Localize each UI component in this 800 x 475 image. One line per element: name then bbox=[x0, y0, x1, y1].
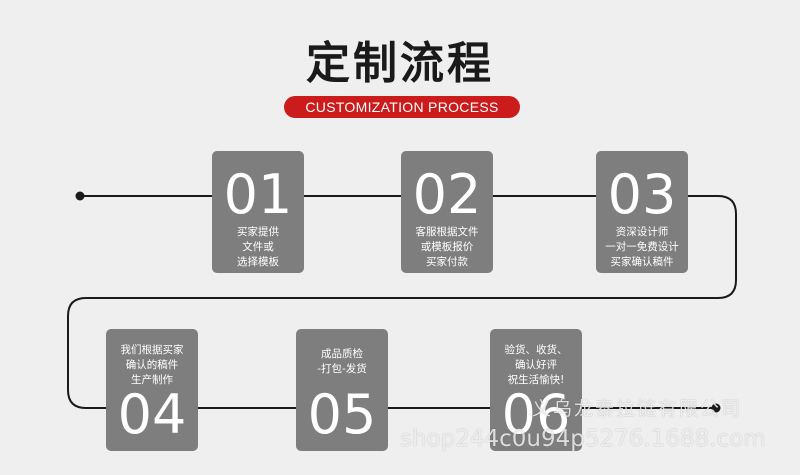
connector-line bbox=[67, 195, 737, 409]
step-number: 03 bbox=[607, 163, 677, 226]
step-description: 资深设计师 一对一免费设计 买家确认稿件 bbox=[596, 225, 688, 270]
step-line: 验货、收货、 bbox=[504, 344, 568, 356]
start-dot bbox=[75, 191, 85, 201]
step-card-04: 我们根据买家 确认的稿件 生产制作 04 bbox=[106, 329, 198, 451]
step-number: 05 bbox=[307, 383, 377, 446]
step-line: 资深设计师 bbox=[615, 226, 669, 238]
step-line: 确认的稿件 bbox=[125, 359, 179, 371]
step-number: 04 bbox=[117, 383, 187, 446]
step-card-05: 成品质检 -打包-发货 05 bbox=[296, 329, 388, 451]
end-dot bbox=[711, 403, 721, 413]
step-line: 买家提供 bbox=[237, 226, 279, 238]
page-title: 定制流程 bbox=[306, 38, 494, 89]
watermark-url: shop244c0u94p5276.1688.com bbox=[400, 426, 766, 452]
step-line: 买家付款 bbox=[426, 256, 468, 268]
step-line: -打包-发货 bbox=[317, 363, 367, 375]
step-line: 我们根据买家 bbox=[120, 344, 184, 356]
subtitle-badge: CUSTOMIZATION PROCESS bbox=[284, 96, 520, 118]
step-number: 06 bbox=[501, 383, 571, 446]
step-line: 一对一免费设计 bbox=[605, 241, 679, 253]
step-description: 客服根据文件 或模板报价 买家付款 bbox=[401, 225, 493, 270]
step-number: 01 bbox=[223, 163, 293, 226]
step-line: 买家确认稿件 bbox=[610, 256, 674, 268]
step-line: 或模板报价 bbox=[420, 241, 474, 253]
step-card-03: 03 资深设计师 一对一免费设计 买家确认稿件 bbox=[596, 151, 688, 273]
step-card-02: 02 客服根据文件 或模板报价 买家付款 bbox=[401, 151, 493, 273]
step-line: 客服根据文件 bbox=[415, 226, 479, 238]
step-line: 选择模板 bbox=[237, 256, 279, 268]
step-line: 确认好评 bbox=[515, 359, 557, 371]
step-line: 祝生活愉快! bbox=[507, 374, 565, 386]
step-line: 成品质检 bbox=[321, 348, 363, 360]
step-card-01: 01 买家提供 文件或 选择模板 bbox=[212, 151, 304, 273]
step-card-06: 验货、收货、 确认好评 祝生活愉快! 06 bbox=[490, 329, 582, 451]
watermark-company: 义乌龙泰拉链有限公司 bbox=[532, 398, 743, 420]
step-description: 买家提供 文件或 选择模板 bbox=[212, 225, 304, 270]
step-line: 文件或 bbox=[242, 241, 274, 253]
step-description: 成品质检 -打包-发货 bbox=[296, 347, 388, 377]
step-description: 我们根据买家 确认的稿件 生产制作 bbox=[106, 343, 198, 388]
step-line: 生产制作 bbox=[131, 374, 173, 386]
step-description: 验货、收货、 确认好评 祝生活愉快! bbox=[490, 343, 582, 388]
step-number: 02 bbox=[412, 163, 482, 226]
